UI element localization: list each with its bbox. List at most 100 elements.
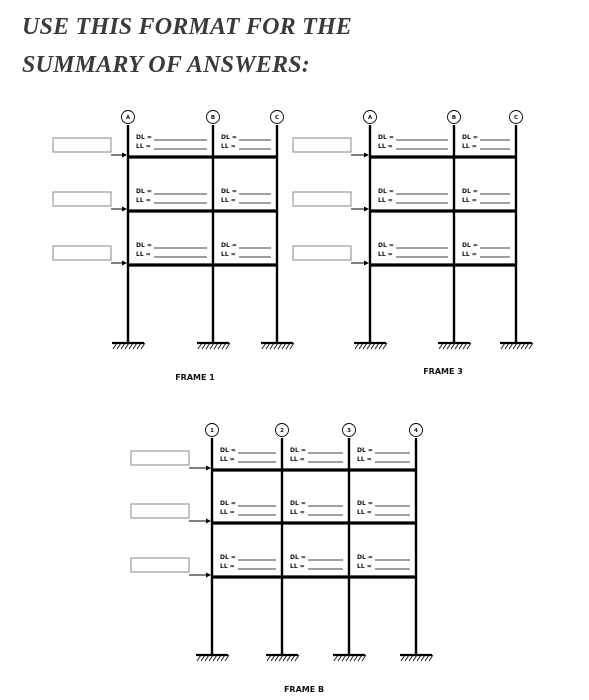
support-hatch <box>358 342 364 350</box>
live-load-label: LL = <box>357 563 372 570</box>
heading-line-1: USE THIS FORMAT FOR THE <box>22 14 353 40</box>
dead-load-label: DL = <box>462 188 478 195</box>
support-hatch <box>438 342 444 350</box>
frame-title: FRAME B <box>284 685 324 694</box>
gridline-label: A <box>368 115 373 121</box>
support-hatch <box>269 342 275 350</box>
dead-load-label: DL = <box>221 242 237 249</box>
support-hatch <box>508 342 514 350</box>
arrow-head <box>364 152 369 158</box>
support-hatch <box>209 342 215 350</box>
dead-load-label: DL = <box>378 134 394 141</box>
support-hatch <box>120 342 126 350</box>
support-hatch <box>408 654 414 662</box>
support-hatch <box>345 654 351 662</box>
dead-load-label: DL = <box>290 554 306 561</box>
support-hatch <box>516 342 522 350</box>
support-hatch <box>333 654 339 662</box>
support-hatch <box>286 654 292 662</box>
live-load-label: LL = <box>290 456 305 463</box>
dead-load-label: DL = <box>290 447 306 454</box>
support-hatch <box>220 654 226 662</box>
gridline-marker <box>206 110 220 124</box>
support-hatch <box>353 654 359 662</box>
support-hatch <box>349 654 355 662</box>
support-hatch <box>512 342 518 350</box>
support-hatch <box>361 654 367 662</box>
support-hatch <box>357 654 363 662</box>
dead-load-label: DL = <box>378 242 394 249</box>
support-hatch <box>261 342 267 350</box>
support-hatch <box>366 342 372 350</box>
gridline-marker <box>275 423 289 437</box>
support-hatch <box>462 342 468 350</box>
live-load-label: LL = <box>136 197 151 204</box>
answer-box <box>292 245 352 261</box>
answer-box <box>130 503 190 519</box>
support-hatch <box>289 342 295 350</box>
support-hatch <box>282 654 288 662</box>
support-hatch <box>204 654 210 662</box>
answer-box <box>130 450 190 466</box>
gridline-marker <box>509 110 523 124</box>
support-hatch <box>197 342 203 350</box>
support-hatch <box>221 342 227 350</box>
live-load-label: LL = <box>290 563 305 570</box>
gridline-label: 1 <box>210 428 214 434</box>
support-hatch <box>285 342 291 350</box>
dead-load-label: DL = <box>220 447 236 454</box>
live-load-label: LL = <box>220 563 235 570</box>
support-hatch <box>224 654 230 662</box>
live-load-label: LL = <box>136 143 151 150</box>
gridline-marker <box>121 110 135 124</box>
support-hatch <box>266 654 272 662</box>
live-load-label: LL = <box>220 456 235 463</box>
heading-line-2: SUMMARY OF ANSWERS: <box>22 52 310 78</box>
answer-box <box>130 557 190 573</box>
support-hatch <box>442 342 448 350</box>
support-hatch <box>124 342 130 350</box>
live-load-label: LL = <box>462 251 477 258</box>
support-hatch <box>354 342 360 350</box>
support-hatch <box>428 654 434 662</box>
arrow-head <box>122 206 127 212</box>
gridline-marker <box>409 423 423 437</box>
support-hatch <box>337 654 343 662</box>
gridline-label: 4 <box>414 428 418 434</box>
support-hatch <box>208 654 214 662</box>
dead-load-label: DL = <box>290 500 306 507</box>
support-hatch <box>290 654 296 662</box>
live-load-label: LL = <box>290 509 305 516</box>
dead-load-label: DL = <box>220 500 236 507</box>
support-hatch <box>112 342 118 350</box>
support-hatch <box>374 342 380 350</box>
support-hatch <box>225 342 231 350</box>
support-hatch <box>205 342 211 350</box>
support-hatch <box>116 342 122 350</box>
support-hatch <box>281 342 287 350</box>
gridline-marker <box>363 110 377 124</box>
support-hatch <box>132 342 138 350</box>
dead-load-label: DL = <box>378 188 394 195</box>
support-hatch <box>278 654 284 662</box>
live-load-label: LL = <box>221 143 236 150</box>
arrow-head <box>364 206 369 212</box>
support-hatch <box>458 342 464 350</box>
support-hatch <box>277 342 283 350</box>
answer-box <box>292 137 352 153</box>
support-hatch <box>524 342 530 350</box>
arrow-head <box>206 572 211 578</box>
support-hatch <box>404 654 410 662</box>
support-hatch <box>341 654 347 662</box>
gridline-marker <box>205 423 219 437</box>
gridline-label: C <box>514 115 518 121</box>
support-hatch <box>382 342 388 350</box>
live-load-label: LL = <box>357 509 372 516</box>
dead-load-label: DL = <box>220 554 236 561</box>
support-hatch <box>528 342 534 350</box>
live-load-label: LL = <box>220 509 235 516</box>
